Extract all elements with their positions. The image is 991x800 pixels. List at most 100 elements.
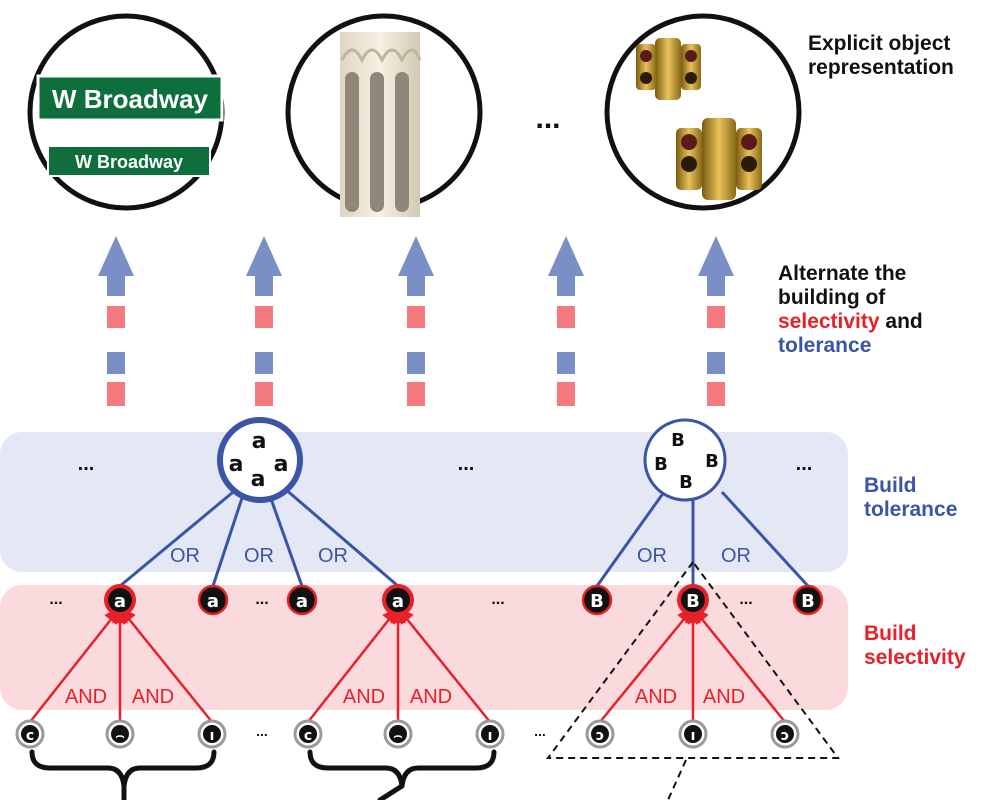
feature-glyph: c <box>304 728 312 744</box>
and-label-3: AND <box>343 686 385 708</box>
or-label-5: OR <box>721 545 751 567</box>
feature-node: ⌢ <box>105 719 135 749</box>
selectivity-node-letter: B <box>590 591 604 612</box>
explicit-label-line-1: Explicit object <box>808 32 951 55</box>
selectivity-ellipsis-1: ... <box>49 591 62 608</box>
selectivity-word: selectivity <box>778 310 880 333</box>
sign-text-2: W Broadway <box>75 152 183 172</box>
build-selectivity-label: Build selectivity <box>864 622 966 670</box>
feature-glyph: ⌢ <box>115 728 124 744</box>
selectivity-node: a <box>104 584 136 616</box>
selectivity-node-letter: a <box>207 591 219 612</box>
feature-glyph: ɔ <box>596 728 604 744</box>
alternate-label-line-3: selectivity and <box>778 310 923 334</box>
and-edge <box>692 607 786 723</box>
and-edge <box>307 607 399 723</box>
top-ellipsis: ... <box>535 102 560 135</box>
and-label-1: AND <box>65 686 107 708</box>
up-arrow-4 <box>548 236 584 406</box>
build-tolerance-label: Build tolerance <box>864 474 957 522</box>
feature-glyph: c <box>26 728 34 744</box>
selectivity-ellipsis-4: ... <box>739 591 752 608</box>
sign-text-1: W Broadway <box>52 84 209 114</box>
selectivity-node: B <box>581 584 613 616</box>
building-facade-image <box>340 32 422 217</box>
and-label-2: AND <box>132 686 174 708</box>
letter-b-1: B <box>671 430 685 451</box>
selectivity-node: B <box>677 584 709 616</box>
feature-ellipsis-1: ... <box>256 723 268 739</box>
selectivity-node: B <box>792 584 824 616</box>
letter-b-2: B <box>654 454 668 475</box>
and-edge <box>119 607 213 723</box>
alternating-arrows <box>98 236 734 406</box>
or-label-4: OR <box>637 545 667 567</box>
feature-ellipsis-2: ... <box>534 723 546 739</box>
selectivity-node-letter: B <box>801 591 815 612</box>
feature-glyph: ⌢ <box>393 728 402 744</box>
letter-b-4: B <box>679 472 693 493</box>
explicit-representation-label: Explicit object representation <box>808 32 954 80</box>
and-label-5: AND <box>635 686 677 708</box>
tolerance-ellipsis-2: ... <box>458 453 475 475</box>
build-selectivity-line-1: Build <box>864 622 917 645</box>
feature-node: ı <box>678 719 708 749</box>
feature-node: ɔ <box>585 719 615 749</box>
and-edge <box>397 607 491 723</box>
feature-node: c <box>15 719 45 749</box>
tolerance-word: tolerance <box>778 334 872 357</box>
selectivity-node: a <box>382 584 414 616</box>
up-arrow-3 <box>398 236 434 406</box>
and-label-6: AND <box>703 686 745 708</box>
selectivity-node-letter: a <box>296 591 308 612</box>
alternate-label-line-1: Alternate the <box>778 262 907 285</box>
feature-glyph: ı <box>691 728 696 744</box>
selectivity-ellipsis-3: ... <box>491 591 504 608</box>
feature-node: ı <box>475 719 505 749</box>
tolerance-band <box>0 432 848 572</box>
selectivity-node-letter: a <box>392 591 404 612</box>
street-sign-image: W Broadway W Broadway <box>36 74 224 177</box>
selectivity-node-letter: a <box>114 591 126 612</box>
selectivity-ellipsis-2: ... <box>255 591 268 608</box>
build-tolerance-line-2: tolerance <box>864 498 958 521</box>
letter-b-3: B <box>705 451 719 472</box>
or-label-2: OR <box>244 545 274 567</box>
up-arrow-5 <box>698 236 734 406</box>
letter-a-2: a <box>229 452 244 477</box>
build-tolerance-line-1: Build <box>864 474 917 497</box>
tolerance-node-b: B B B B <box>643 418 727 502</box>
or-label-3: OR <box>318 545 348 567</box>
and-label-4: AND <box>410 686 452 708</box>
and-word: and <box>879 310 923 333</box>
feature-nodes: c ⌢ ı c ⌢ ı ɔ ı ɔ <box>15 719 800 749</box>
explicit-label-line-2: representation <box>808 56 954 79</box>
feature-node: ı <box>197 719 227 749</box>
and-edge <box>599 607 694 723</box>
tolerance-ellipsis-1: ... <box>78 453 95 475</box>
feature-node: c <box>293 719 323 749</box>
selectivity-node: a <box>197 584 229 616</box>
or-connections <box>119 486 810 588</box>
feature-glyph: ı <box>488 728 493 744</box>
feature-glyph: ɔ <box>781 728 789 744</box>
and-edge <box>29 607 121 723</box>
feature-node: ⌢ <box>383 719 413 749</box>
up-arrow-2 <box>246 236 282 406</box>
or-label-1: OR <box>170 545 200 567</box>
letter-a-3: a <box>274 452 289 477</box>
letter-a-1: a <box>252 429 267 454</box>
feature-node: ɔ <box>770 719 800 749</box>
tolerance-ellipsis-3: ... <box>796 453 813 475</box>
feature-braces <box>29 749 497 800</box>
selectivity-node-letter: B <box>686 591 700 612</box>
alternate-building-label: Alternate the building of selectivity an… <box>778 262 923 358</box>
traffic-lights-image <box>636 38 762 200</box>
selectivity-node: a <box>286 584 318 616</box>
tolerance-node-a: a a a a <box>217 417 303 503</box>
up-arrow-1 <box>98 236 134 406</box>
alternate-label-line-2: building of <box>778 286 886 309</box>
feature-glyph: ı <box>210 728 215 744</box>
